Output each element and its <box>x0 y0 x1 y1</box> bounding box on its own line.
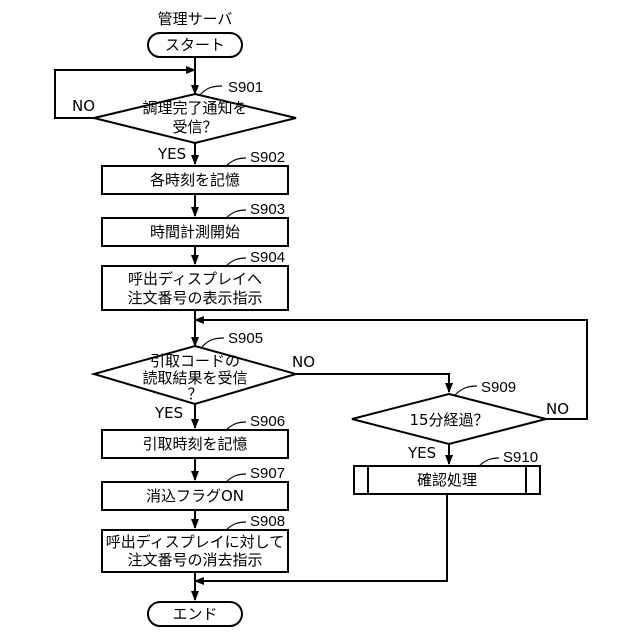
s903-text: 時間計測開始 <box>150 223 240 241</box>
s908-line2: 注文番号の消去指示 <box>127 551 262 569</box>
s905-line3: ？ <box>187 385 202 403</box>
s901-id: S901 <box>228 79 263 96</box>
s901-line1: 調理完了通知を <box>142 99 247 117</box>
end-label: エンド <box>172 605 217 623</box>
s907-text: 消込フラグON <box>146 487 244 505</box>
s901-line2: 受信？ <box>172 118 217 136</box>
s904-line1: 呼出ディスプレイへ <box>128 270 262 288</box>
s902-text: 各時刻を記憶 <box>150 171 240 189</box>
s907-id: S907 <box>250 465 285 482</box>
s909-text: 15分経過？ <box>409 411 488 429</box>
s910-id: S910 <box>503 449 538 466</box>
s901-yes-label: YES <box>157 145 186 163</box>
s904-line2: 注文番号の表示指示 <box>127 289 262 307</box>
s905-line1: 引取コードの <box>150 352 240 370</box>
start-label: スタート <box>165 36 225 54</box>
s909-leader <box>455 386 477 395</box>
s908-id: S908 <box>250 513 285 530</box>
s904-id: S904 <box>250 249 285 266</box>
s909-id: S909 <box>481 379 516 396</box>
s909-no-label: NO <box>546 400 569 418</box>
s906-id: S906 <box>250 413 285 430</box>
s908-line1: 呼出ディスプレイに対して <box>106 533 285 551</box>
diagram-title: 管理サーバ <box>158 10 233 28</box>
s910-text: 確認処理 <box>417 471 477 489</box>
s906-text: 引取時刻を記憶 <box>142 435 247 453</box>
s905-leader <box>202 338 224 347</box>
s905-no-flow <box>296 374 449 392</box>
s905-id: S905 <box>228 330 263 347</box>
s902-id: S902 <box>250 149 285 166</box>
s905-yes-label: YES <box>154 404 183 422</box>
s903-id: S903 <box>250 201 285 218</box>
s909-yes-label: YES <box>407 444 436 462</box>
s901-leader <box>200 86 222 95</box>
s905-no-label: NO <box>292 353 315 371</box>
s901-no-label: NO <box>72 97 95 115</box>
